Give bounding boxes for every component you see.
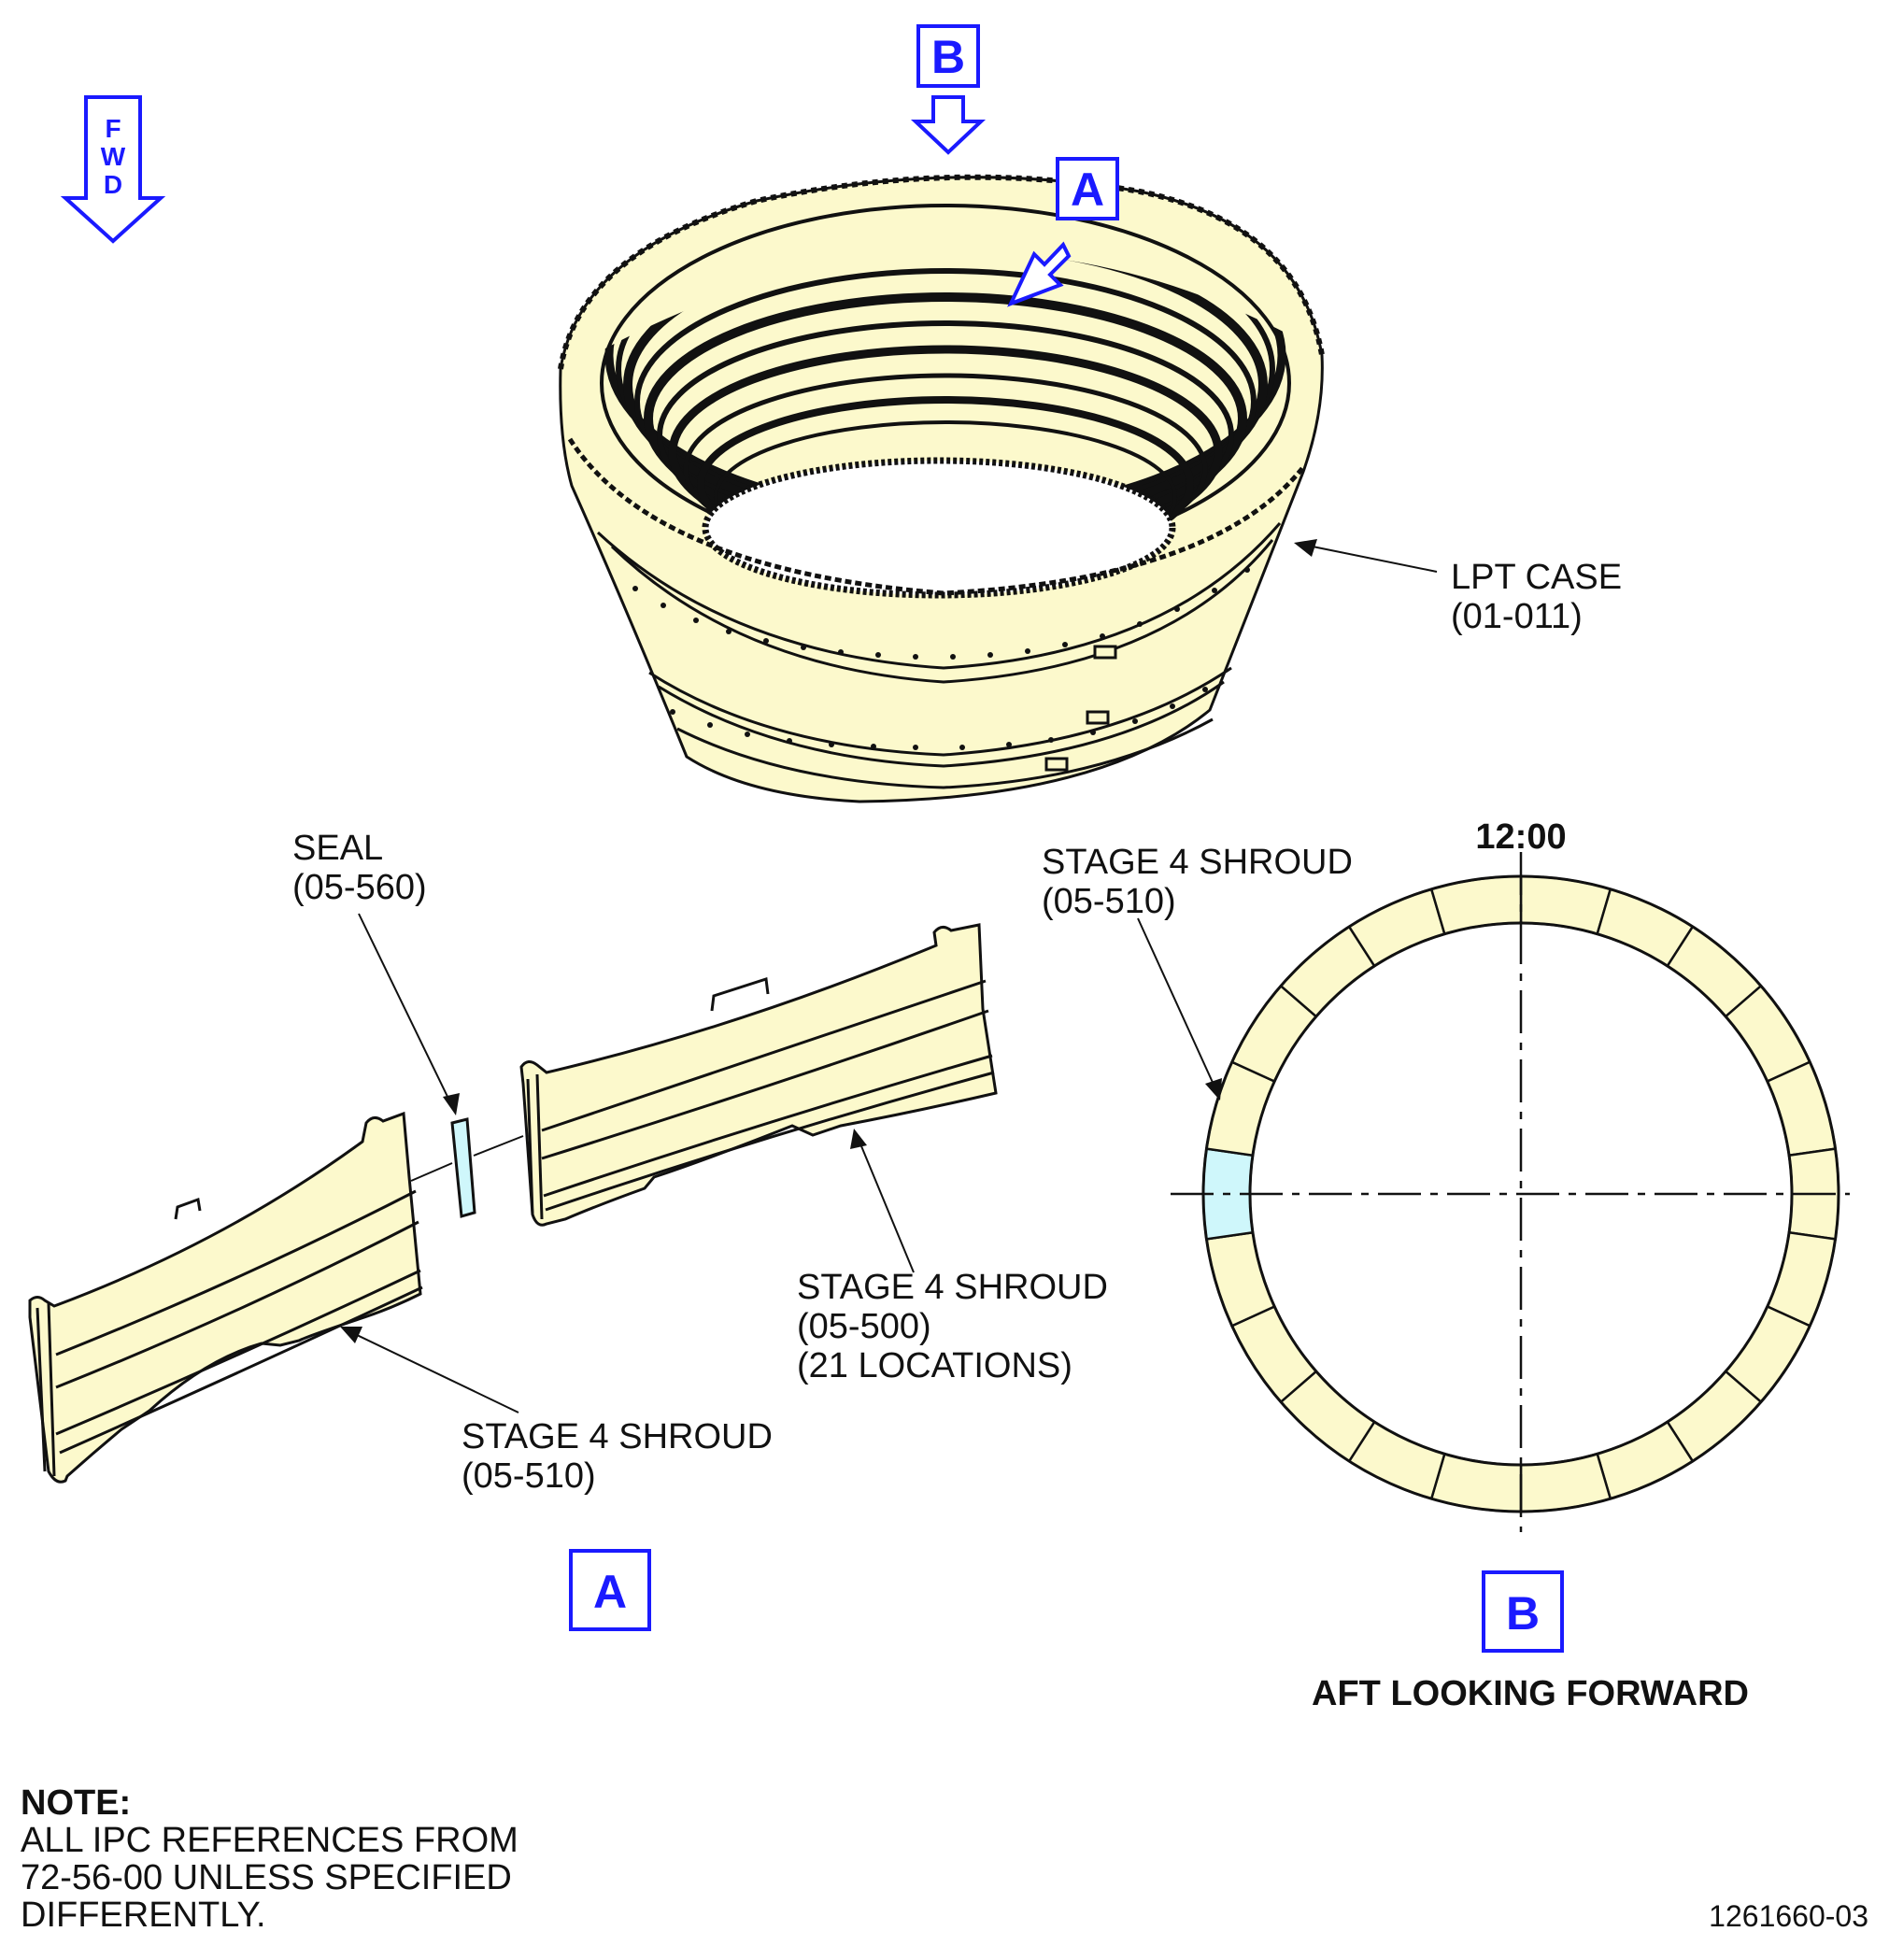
fwd-letter-d: D [104, 170, 122, 199]
seal-leader [358, 913, 460, 1115]
svg-text:B: B [1506, 1587, 1540, 1640]
fwd-arrow-icon: F W D [60, 95, 166, 244]
lpt-case-part-number: (01-011) [1451, 597, 1583, 636]
svg-text:A: A [593, 1566, 627, 1618]
shroud-510-b-part-number: (05-510) [1042, 882, 1176, 921]
lpt-case-label: LPT CASE [1451, 558, 1622, 597]
fwd-letter-w: W [101, 142, 126, 171]
note-line-3: DIFFERENTLY. [21, 1896, 266, 1935]
view-b-caption: AFT LOOKING FORWARD [1312, 1674, 1749, 1713]
fwd-letter-f: F [105, 114, 121, 143]
callout-a-case: A [1007, 157, 1119, 307]
view-direction-arrow-icon [910, 95, 987, 155]
shroud-500-part-number: (05-500) [797, 1307, 931, 1346]
shroud-510-b-label: STAGE 4 SHROUD [1042, 843, 1353, 882]
shroud-510-a-part-number: (05-510) [462, 1456, 596, 1496]
callout-b-case: B [910, 24, 987, 155]
seal-drawing [410, 1117, 524, 1218]
shroud-510-a-label: STAGE 4 SHROUD [462, 1417, 773, 1456]
case-bolt-holes [632, 567, 1250, 750]
svg-text:A: A [1071, 163, 1104, 216]
lpt-case-drawing [558, 174, 1325, 803]
lpt-case-leader [1294, 539, 1438, 573]
note-heading: NOTE: [21, 1783, 131, 1823]
note-line-1: ALL IPC REFERENCES FROM [21, 1821, 518, 1860]
shroud-500-label: STAGE 4 SHROUD [797, 1268, 1108, 1307]
callout-b-view: B [1482, 1570, 1564, 1653]
shroud-500-quantity: (21 LOCATIONS) [797, 1346, 1072, 1385]
figure-id: 1261660-03 [1709, 1899, 1868, 1933]
seal-label: SEAL [292, 829, 383, 868]
ring-view-drawing [1171, 852, 1850, 1532]
shroud-500-leader [850, 1129, 915, 1273]
shroud-500-drawing [519, 923, 998, 1227]
svg-text:B: B [931, 31, 965, 83]
shroud-510-a-leader [340, 1327, 519, 1413]
view-direction-arrow-icon [1007, 241, 1072, 307]
seal-part-number: (05-560) [292, 868, 427, 907]
callout-a-view: A [569, 1549, 651, 1631]
shroud-510-b-leader [1137, 917, 1222, 1101]
shroud-510-drawing [28, 1111, 423, 1484]
clock-12-label: 12:00 [1475, 817, 1566, 857]
note-line-2: 72-56-00 UNLESS SPECIFIED [21, 1858, 512, 1897]
